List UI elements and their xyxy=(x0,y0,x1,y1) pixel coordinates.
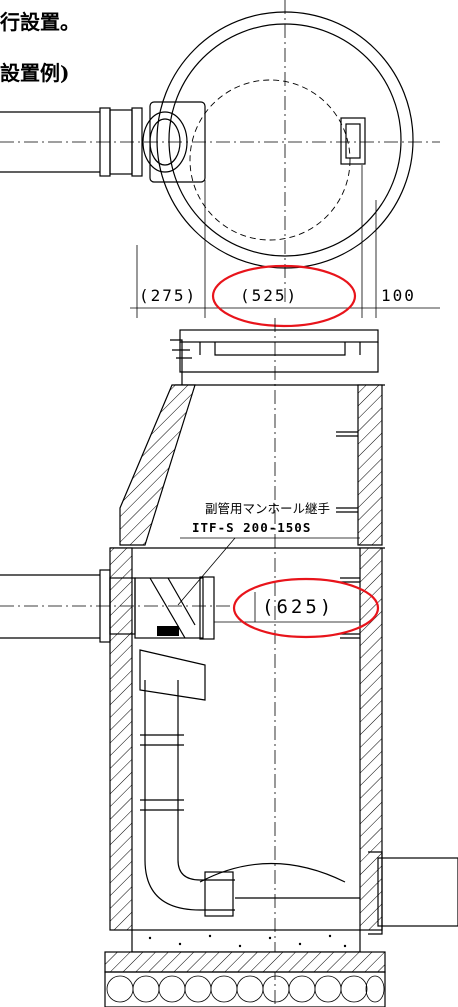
dim-right: 100 xyxy=(381,286,416,305)
highlight-center xyxy=(211,264,357,328)
gravel xyxy=(106,975,385,1003)
header-line-1: 行設置。 xyxy=(0,10,80,34)
dim-left: (275) xyxy=(139,286,197,305)
dim-inner: (625) xyxy=(262,596,334,618)
fitting-badge xyxy=(157,626,179,636)
section-view xyxy=(0,318,458,1007)
header-line-2: 設置例) xyxy=(0,61,69,85)
plan-view xyxy=(0,0,440,318)
fitting-name: 副管用マンホール継手 xyxy=(205,501,330,516)
highlight-inner xyxy=(232,577,380,639)
dim-center: (525) xyxy=(240,286,298,305)
concrete-dots xyxy=(148,934,347,948)
fitting-model: ITF-S 200-150S xyxy=(192,520,311,535)
